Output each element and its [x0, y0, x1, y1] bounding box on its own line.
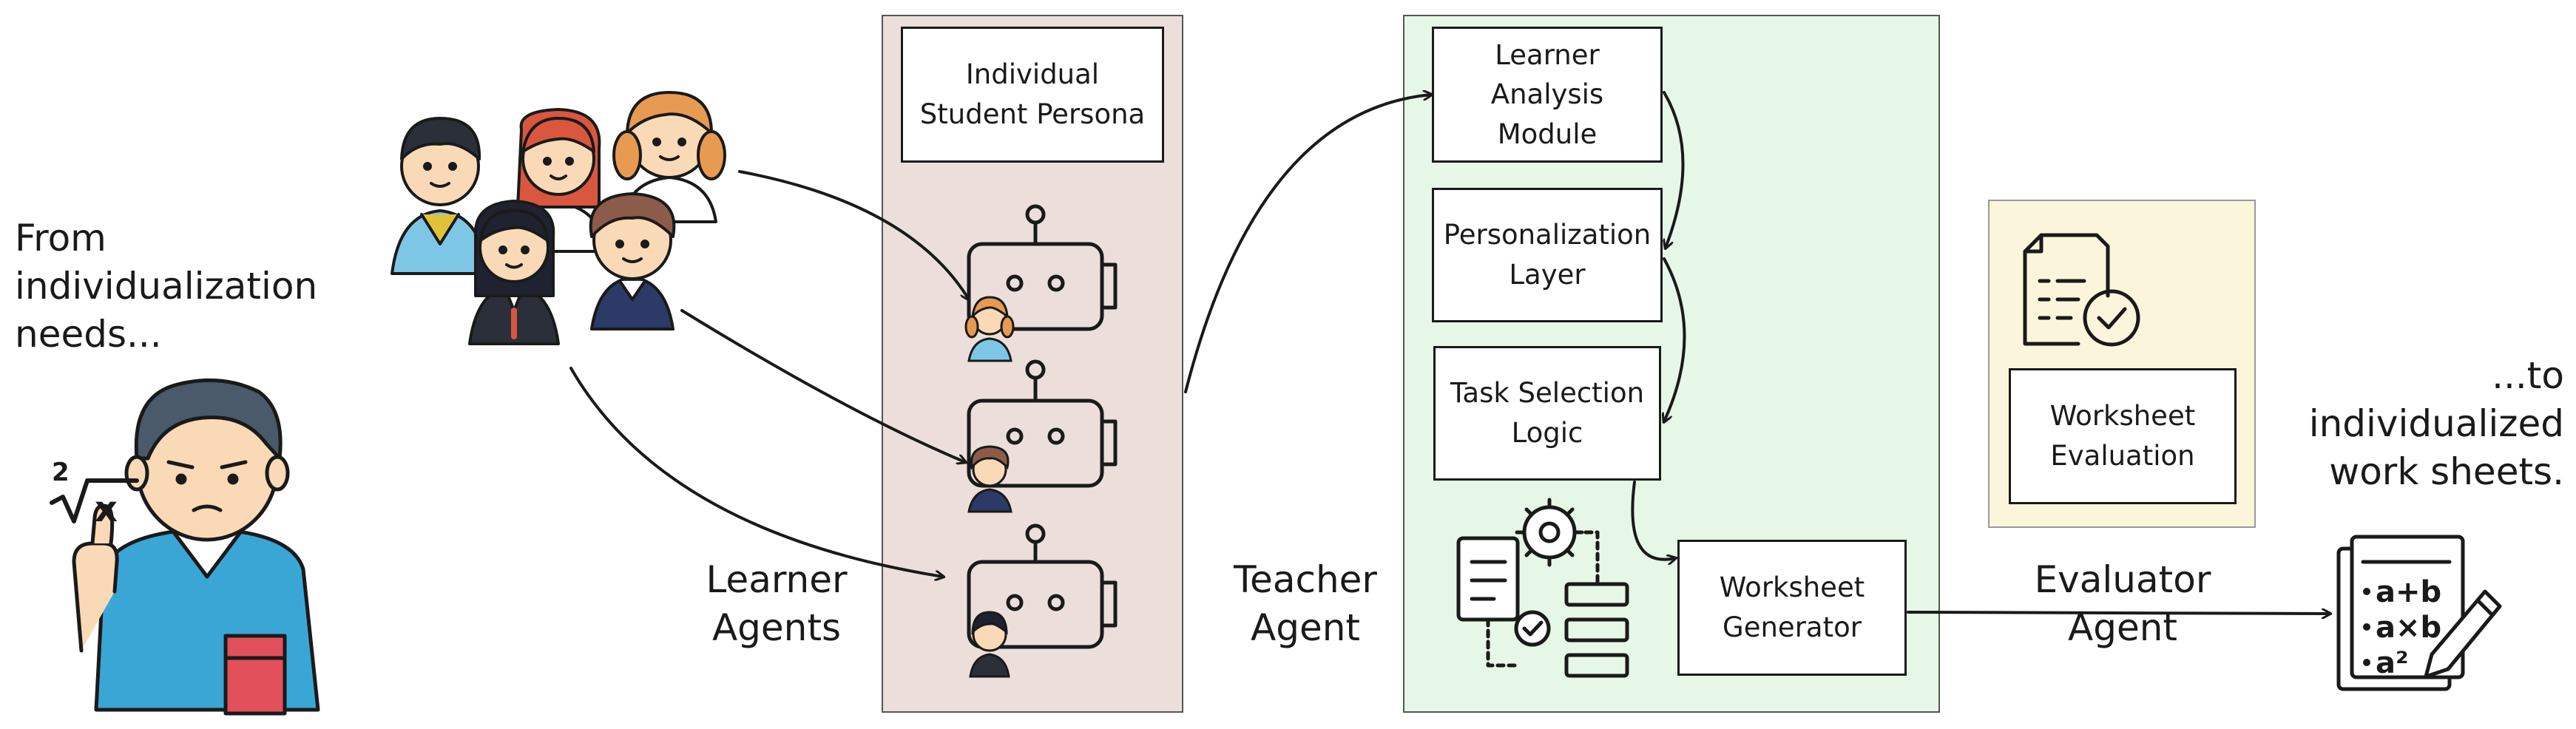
- evaluation-box-line1: Worksheet: [2049, 400, 2196, 433]
- formula-sum: a+b: [2376, 575, 2441, 609]
- arrow-task-to-generator: [1631, 481, 1675, 560]
- arrow-students-to-robot-2: [680, 309, 965, 462]
- robot-icon-2: [967, 359, 1118, 488]
- generator-box-line2: Generator: [1723, 611, 1862, 643]
- learner-caption-line1: Learner: [706, 558, 848, 601]
- evaluator-caption-line1: Evaluator: [2034, 558, 2211, 601]
- arrow-students-to-robot-1: [738, 170, 969, 299]
- outro-line1: ...to: [2492, 354, 2564, 397]
- arrow-personalization-to-task: [1664, 257, 1686, 421]
- worksheets-icon: [2336, 535, 2502, 691]
- student-avatar-boy: [967, 445, 1013, 513]
- teacher-agent-caption: Teacher Agent: [1220, 556, 1390, 652]
- student-avatar-girl: [964, 296, 1015, 362]
- arrow-students-to-robot-3: [569, 367, 943, 577]
- workflow-gear-icon: [1456, 498, 1629, 678]
- teacher-caption-line1: Teacher: [1234, 558, 1377, 601]
- outro-text: ...to individualized work sheets.: [2309, 352, 2564, 496]
- worksheet-generator-box: Worksheet Generator: [1677, 540, 1907, 676]
- worksheet-evaluation-box: Worksheet Evaluation: [2009, 368, 2237, 504]
- worksheet-formulas: a+b a×b a²: [2363, 575, 2441, 680]
- formula-square: a²: [2376, 646, 2409, 680]
- personalization-box-line1: Personalization: [1443, 219, 1652, 251]
- document-check-icon: [2023, 233, 2140, 347]
- intro-text: From individualization needs...: [15, 214, 317, 359]
- intro-line1: From: [15, 217, 107, 260]
- task-box-line2: Logic: [1511, 417, 1583, 449]
- analysis-box-line3: Module: [1497, 118, 1598, 150]
- generator-box-line1: Worksheet: [1719, 572, 1865, 604]
- outro-line3: work sheets.: [2329, 450, 2564, 493]
- formula-index: 2: [52, 458, 70, 487]
- personalization-layer-box: Personalization Layer: [1432, 188, 1663, 322]
- arrow-analysis-to-personalization: [1664, 91, 1685, 248]
- robot-icon-1: [967, 204, 1118, 331]
- teacher-icon: [72, 378, 320, 716]
- task-box-line1: Task Selection: [1450, 377, 1645, 410]
- arrow-generator-to-worksheets: [1907, 612, 2330, 614]
- persona-box-line2: Student Persona: [919, 98, 1146, 130]
- teacher-caption-line2: Agent: [1251, 606, 1360, 649]
- formula-product: a×b: [2376, 611, 2441, 645]
- formula-radicand: x: [95, 489, 118, 530]
- student-group-icon: [391, 91, 726, 345]
- analysis-box-line1: Learner: [1495, 38, 1600, 71]
- learner-agents-caption: Learner Agents: [688, 556, 865, 652]
- personalization-box-line2: Layer: [1509, 259, 1586, 291]
- persona-box-line1: Individual: [965, 58, 1100, 91]
- analysis-box-line2: Analysis: [1490, 78, 1604, 111]
- math-formula-icon: 2 x: [50, 458, 139, 530]
- learner-caption-line2: Agents: [711, 606, 842, 649]
- outro-line2: individualized: [2308, 402, 2564, 445]
- task-selection-logic-box: Task Selection Logic: [1433, 346, 1661, 481]
- evaluation-box-line2: Evaluation: [2050, 440, 2195, 472]
- learner-analysis-module-box: Learner Analysis Module: [1432, 27, 1663, 163]
- robot-icon-3: [967, 523, 1118, 649]
- intro-line2: individualization: [15, 265, 318, 308]
- intro-line3: needs...: [15, 313, 162, 356]
- individual-student-persona-box: Individual Student Persona: [901, 27, 1164, 163]
- student-avatar-dark-hair: [969, 611, 1010, 678]
- arrow-learners-to-teacher: [1184, 95, 1431, 393]
